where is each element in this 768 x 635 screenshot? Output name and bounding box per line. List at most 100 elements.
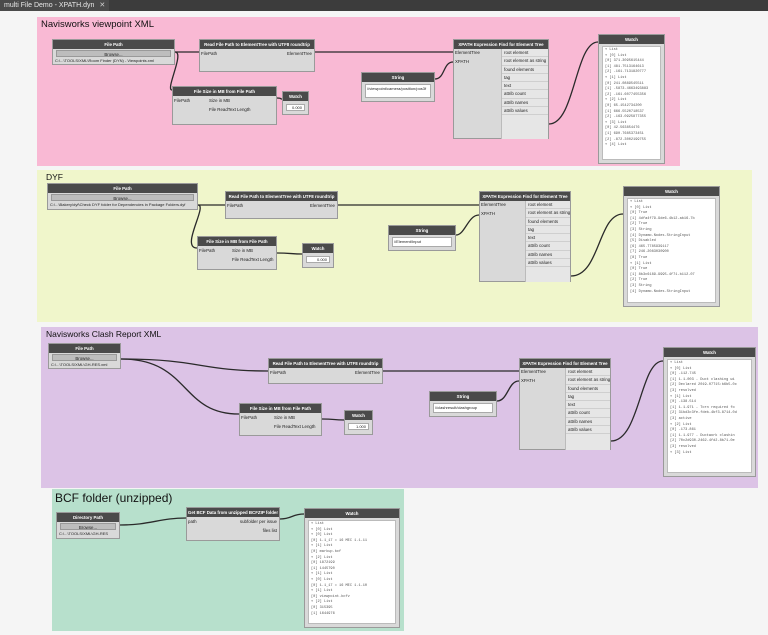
port-xpath[interactable]: XPATH (481, 211, 495, 216)
read-xml-node[interactable]: Read File Path to ElementTree with UTF8 … (199, 39, 315, 72)
out-attrib-count[interactable]: attrib count (502, 90, 548, 99)
port-path[interactable]: path (188, 519, 197, 524)
port-readtext-length[interactable]: File ReadText Length (274, 424, 316, 429)
directory-path-node[interactable]: Directory Path Browse... C:\...\TOOLS\XM… (56, 512, 120, 539)
watch-output: ▾ List ▾ [0] List [0] -112.745 [1] 1.1-0… (667, 359, 752, 473)
read-xml-node[interactable]: Read File Path to ElementTree with UTF8 … (268, 358, 383, 384)
out-attrib-names[interactable]: attrib names (526, 251, 570, 260)
port-xpath[interactable]: XPATH (455, 59, 469, 64)
out-root-element[interactable]: root element (566, 368, 610, 377)
out-attrib-names[interactable]: attrib names (566, 418, 610, 427)
port-size-mb[interactable]: Size in MB (209, 98, 230, 103)
watch-line: [0] 1872199 (311, 561, 335, 566)
close-icon[interactable]: ✕ (99, 2, 106, 9)
out-attrib-names[interactable]: attrib names (502, 99, 548, 108)
port-size-mb[interactable]: Size in MB (232, 248, 253, 253)
watch-node[interactable]: Watch ▾ List ▾ [0] List [0] -112.745 [1]… (663, 347, 756, 477)
tab-bar: multi File Demo - XPATH.dyn ✕ (0, 0, 768, 11)
port-elementtree[interactable]: ElementTree (287, 51, 312, 56)
string-input[interactable]: //Element/Input (392, 237, 452, 247)
out-found-elements[interactable]: found elements (566, 385, 610, 393)
port-filepath[interactable]: FilePath (227, 203, 244, 208)
browse-button[interactable]: Browse... (56, 50, 171, 57)
watch-node[interactable]: Watch ▾ List ▾ [0] List [0] True [1] 4df… (623, 186, 720, 307)
watch-line: [0] 42.563854476 (605, 126, 640, 131)
watch-node[interactable]: Watch ▾ List ▾ [0] List [0] 371.30956154… (598, 34, 665, 164)
xpath-find-node[interactable]: XPATH Expression Find for Element Tree E… (519, 358, 611, 450)
string-input[interactable]: //clashresult/clashgroup (433, 403, 493, 413)
port-size-mb[interactable]: Size in MB (274, 415, 295, 420)
out-root-element-string[interactable]: root element as string (502, 57, 548, 66)
watch-size-node[interactable]: Watch 0.000 (302, 243, 334, 268)
xpath-find-node[interactable]: XPATH Expression Find for Element Tree E… (453, 39, 549, 139)
watch-line: [1] 8b3c6189-9995-4f71-b112-07 (630, 272, 695, 277)
port-filepath[interactable]: FilePath (199, 248, 216, 253)
out-text[interactable]: text (566, 401, 610, 410)
port-filepath[interactable]: FilePath (270, 370, 287, 375)
string-node[interactable]: String //Element/Input (388, 225, 456, 251)
bcf-data-node[interactable]: Get BCF Data from unzipped BCFZIP folder… (186, 507, 280, 541)
port-filepath[interactable]: FilePath (241, 415, 258, 420)
file-path-node[interactable]: File Path Browse... C:\...\TOOLS\XML\Roo… (52, 39, 175, 65)
watch-output: ▾ List ▾ [0] List ▾ [0] List [0] 1.1_17 … (308, 520, 396, 624)
port-filepath[interactable]: FilePath (174, 98, 191, 103)
watch-line: [0] True (630, 211, 648, 216)
graph-canvas[interactable]: Navisworks viewpoint XML File Path Brows… (0, 11, 768, 635)
node-title: File Size in MB from File Path (198, 237, 276, 246)
out-found-elements[interactable]: found elements (502, 66, 548, 74)
port-xpath[interactable]: XPATH (521, 378, 535, 383)
file-path-node[interactable]: File Path Browse... C:\...\TOOLS\XML\GH-… (48, 343, 121, 369)
out-attrib-values[interactable]: attrib values (502, 107, 548, 116)
watch-line: ▾ [1] List (311, 589, 333, 594)
port-elementtree[interactable]: ElementTree (355, 370, 380, 375)
watch-line: [4] Dynamo.Nodes.StringInput (630, 233, 691, 238)
out-tag[interactable]: tag (526, 226, 570, 235)
watch-line: [1] 1644976 (311, 611, 335, 616)
string-node[interactable]: String //clashresult/clashgroup (429, 391, 497, 417)
read-xml-node[interactable]: Read File Path to ElementTree with UTF8 … (225, 191, 338, 219)
port-elementtree[interactable]: ElementTree (481, 202, 506, 207)
string-input[interactable]: //viewpoint/camera/position/pos3f (365, 84, 431, 98)
out-tag[interactable]: tag (566, 393, 610, 402)
watch-line: [2] True (630, 278, 648, 283)
out-attrib-count[interactable]: attrib count (526, 242, 570, 251)
string-node[interactable]: String //viewpoint/camera/position/pos3f (361, 72, 435, 102)
out-found-elements[interactable]: found elements (526, 218, 570, 226)
port-elementtree[interactable]: ElementTree (521, 369, 546, 374)
out-text[interactable]: text (502, 82, 548, 91)
watch-size-node[interactable]: Watch 0.000 (282, 91, 309, 115)
watch-line: ▾ [1] List (605, 75, 627, 80)
browse-button[interactable]: Browse... (60, 523, 116, 530)
out-root-element-string[interactable]: root element as string (566, 376, 610, 385)
out-text[interactable]: text (526, 234, 570, 243)
port-readtext-length[interactable]: File ReadText Length (232, 257, 274, 262)
browse-button[interactable]: Browse... (52, 354, 117, 361)
file-size-node[interactable]: File Size in MB from File Path FilePath … (197, 236, 277, 270)
out-root-element[interactable]: root element (502, 49, 548, 58)
out-attrib-values[interactable]: attrib values (566, 426, 610, 435)
file-size-node[interactable]: File Size in MB from File Path FilePath … (239, 403, 322, 436)
port-subfolder-per-issue[interactable]: subfolder per issue (239, 519, 277, 524)
file-size-node[interactable]: File Size in MB from File Path FilePath … (172, 86, 277, 125)
port-files-list[interactable]: files list (262, 528, 277, 533)
browse-button[interactable]: Browse... (51, 194, 194, 201)
out-tag[interactable]: tag (502, 74, 548, 83)
tab-document[interactable]: multi File Demo - XPATH.dyn ✕ (0, 0, 110, 11)
out-attrib-values[interactable]: attrib values (526, 259, 570, 268)
watch-line: [2] 70c2d930-2462-4fd2-8b71-0e (670, 439, 735, 444)
port-filepath[interactable]: FilePath (201, 51, 218, 56)
xpath-find-node[interactable]: XPATH Expression Find for Element Tree E… (479, 191, 571, 282)
out-root-element-string[interactable]: root element as string (526, 209, 570, 218)
out-attrib-count[interactable]: attrib count (566, 409, 610, 418)
port-elementtree[interactable]: ElementTree (310, 203, 335, 208)
port-elementtree[interactable]: ElementTree (455, 50, 480, 55)
out-root-element[interactable]: root element (526, 201, 570, 210)
port-readtext-length[interactable]: File ReadText Length (209, 107, 251, 112)
tab-title: multi File Demo - XPATH.dyn (4, 2, 95, 9)
watch-line: [0] 371.3095615444 (605, 59, 644, 64)
watch-node[interactable]: Watch ▾ List ▾ [0] List ▾ [0] List [0] 1… (304, 508, 400, 628)
group-clash-report[interactable]: Navisworks Clash Report XML (41, 327, 758, 488)
watch-line: [1] 1.1-003 - Duct clashing wi (670, 377, 735, 382)
watch-size-node[interactable]: Watch 1.000 (344, 410, 373, 435)
file-path-node[interactable]: File Path Browse... C:\...\Bakery\dyf\Ch… (47, 183, 198, 210)
